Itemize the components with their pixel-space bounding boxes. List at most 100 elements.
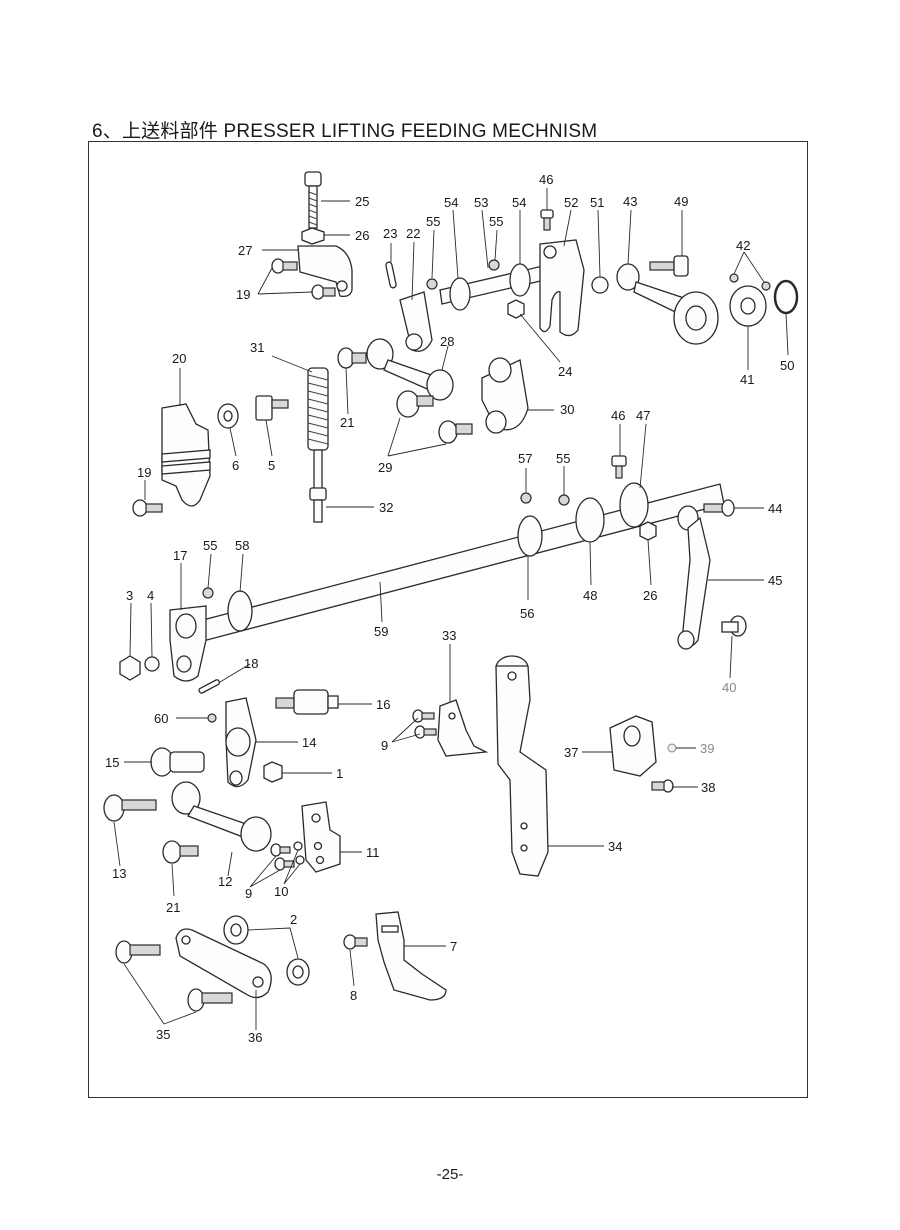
callout-59: 59 bbox=[374, 624, 388, 639]
callout-21: 21 bbox=[166, 900, 180, 915]
callout-37: 37 bbox=[564, 745, 578, 760]
callout-21: 21 bbox=[340, 415, 354, 430]
page-title: 6、上送料部件 PRESSER LIFTING FEEDING MECHNISM bbox=[92, 121, 598, 142]
callout-11: 11 bbox=[366, 845, 380, 860]
callout-24: 24 bbox=[558, 364, 572, 379]
part-drawing-19-upper bbox=[271, 258, 336, 300]
callout-57: 57 bbox=[518, 451, 532, 466]
part-drawing-29 bbox=[396, 390, 473, 444]
page-number: -25- bbox=[436, 1166, 464, 1183]
part-drawing-24 bbox=[507, 299, 525, 319]
part-drawing-55-upper-b bbox=[488, 259, 500, 271]
callout-47: 47 bbox=[636, 408, 650, 423]
callout-41: 41 bbox=[740, 372, 754, 387]
part-drawing-50 bbox=[773, 279, 799, 315]
part-drawing-21-upper bbox=[337, 347, 367, 369]
callout-36: 36 bbox=[248, 1030, 262, 1045]
part-drawing-13 bbox=[103, 794, 157, 822]
part-drawing-9-upper bbox=[412, 709, 437, 739]
callout-55: 55 bbox=[489, 214, 503, 229]
part-drawing-27 bbox=[297, 245, 353, 298]
part-drawing-46-lower bbox=[611, 455, 627, 479]
part-drawing-60 bbox=[207, 713, 217, 723]
part-drawing-12 bbox=[171, 781, 272, 852]
part-drawing-22 bbox=[399, 291, 433, 352]
callout-18: 18 bbox=[244, 656, 258, 671]
callout-28: 28 bbox=[440, 334, 454, 349]
callout-55: 55 bbox=[556, 451, 570, 466]
part-drawing-49 bbox=[649, 255, 689, 277]
part-drawing-55-upper-a bbox=[426, 278, 438, 290]
part-drawing-17 bbox=[169, 605, 207, 682]
callout-10: 10 bbox=[274, 884, 288, 899]
part-drawing-36 bbox=[175, 928, 272, 999]
callout-54: 54 bbox=[512, 195, 526, 210]
callout-48: 48 bbox=[583, 588, 597, 603]
callout-54: 54 bbox=[444, 195, 458, 210]
part-drawing-20 bbox=[161, 403, 211, 507]
callout-5: 5 bbox=[268, 458, 275, 473]
part-drawing-25 bbox=[304, 171, 322, 229]
part-drawing-6 bbox=[217, 403, 239, 429]
callout-38: 38 bbox=[701, 780, 715, 795]
part-drawing-35 bbox=[115, 940, 233, 1012]
callout-22: 22 bbox=[406, 226, 420, 241]
part-drawing-52 bbox=[539, 239, 585, 337]
callout-51: 51 bbox=[590, 195, 604, 210]
callout-1: 1 bbox=[336, 766, 343, 781]
part-drawing-8 bbox=[343, 934, 368, 950]
part-drawing-19-lower bbox=[132, 499, 163, 517]
part-drawing-16 bbox=[275, 689, 339, 715]
part-drawing-55-lower-a bbox=[558, 494, 570, 506]
callout-26: 26 bbox=[643, 588, 657, 603]
callout-31: 31 bbox=[250, 340, 264, 355]
part-drawing-18 bbox=[198, 679, 221, 694]
part-drawing-31-32 bbox=[307, 367, 329, 523]
part-drawing-45 bbox=[677, 505, 711, 650]
callout-44: 44 bbox=[768, 501, 782, 516]
part-drawing-28 bbox=[366, 338, 454, 401]
part-drawing-5 bbox=[255, 395, 289, 421]
callout-55: 55 bbox=[203, 538, 217, 553]
callout-46: 46 bbox=[611, 408, 625, 423]
part-drawing-55-lower-b bbox=[202, 587, 214, 599]
part-drawing-57 bbox=[520, 492, 532, 504]
part-drawing-39 bbox=[667, 743, 677, 753]
part-drawing-14 bbox=[225, 697, 257, 788]
part-drawing-26 bbox=[301, 227, 325, 245]
part-drawing-21-lower bbox=[162, 840, 199, 864]
part-drawing-40 bbox=[721, 615, 747, 637]
callout-12: 12 bbox=[218, 874, 232, 889]
callout-20: 20 bbox=[172, 351, 186, 366]
part-drawing-59-main-shaft bbox=[179, 482, 725, 647]
callout-43: 43 bbox=[623, 194, 637, 209]
callout-50: 50 bbox=[780, 358, 794, 373]
part-drawing-37 bbox=[609, 715, 657, 777]
callout-7: 7 bbox=[450, 939, 457, 954]
callout-26: 26 bbox=[355, 228, 369, 243]
callout-56: 56 bbox=[520, 606, 534, 621]
part-drawing-43 bbox=[616, 263, 719, 345]
callout-13: 13 bbox=[112, 866, 126, 881]
callout-25: 25 bbox=[355, 194, 369, 209]
part-drawing-2 bbox=[223, 915, 310, 986]
callout-23: 23 bbox=[383, 226, 397, 241]
callout-2: 2 bbox=[290, 912, 297, 927]
callout-58: 58 bbox=[235, 538, 249, 553]
callout-19: 19 bbox=[137, 465, 151, 480]
callout-60: 60 bbox=[154, 711, 168, 726]
callout-52: 52 bbox=[564, 195, 578, 210]
part-drawing-7 bbox=[375, 911, 447, 1001]
part-drawing-1 bbox=[263, 761, 283, 783]
callout-32: 32 bbox=[379, 500, 393, 515]
callout-17: 17 bbox=[173, 548, 187, 563]
callout-6: 6 bbox=[232, 458, 239, 473]
callout-19: 19 bbox=[236, 287, 250, 302]
callout-33: 33 bbox=[442, 628, 456, 643]
part-drawing-33 bbox=[437, 699, 489, 757]
callout-9: 9 bbox=[381, 738, 388, 753]
part-drawing-46-upper bbox=[540, 209, 554, 231]
part-drawing-15 bbox=[150, 747, 205, 777]
callout-42: 42 bbox=[736, 238, 750, 253]
